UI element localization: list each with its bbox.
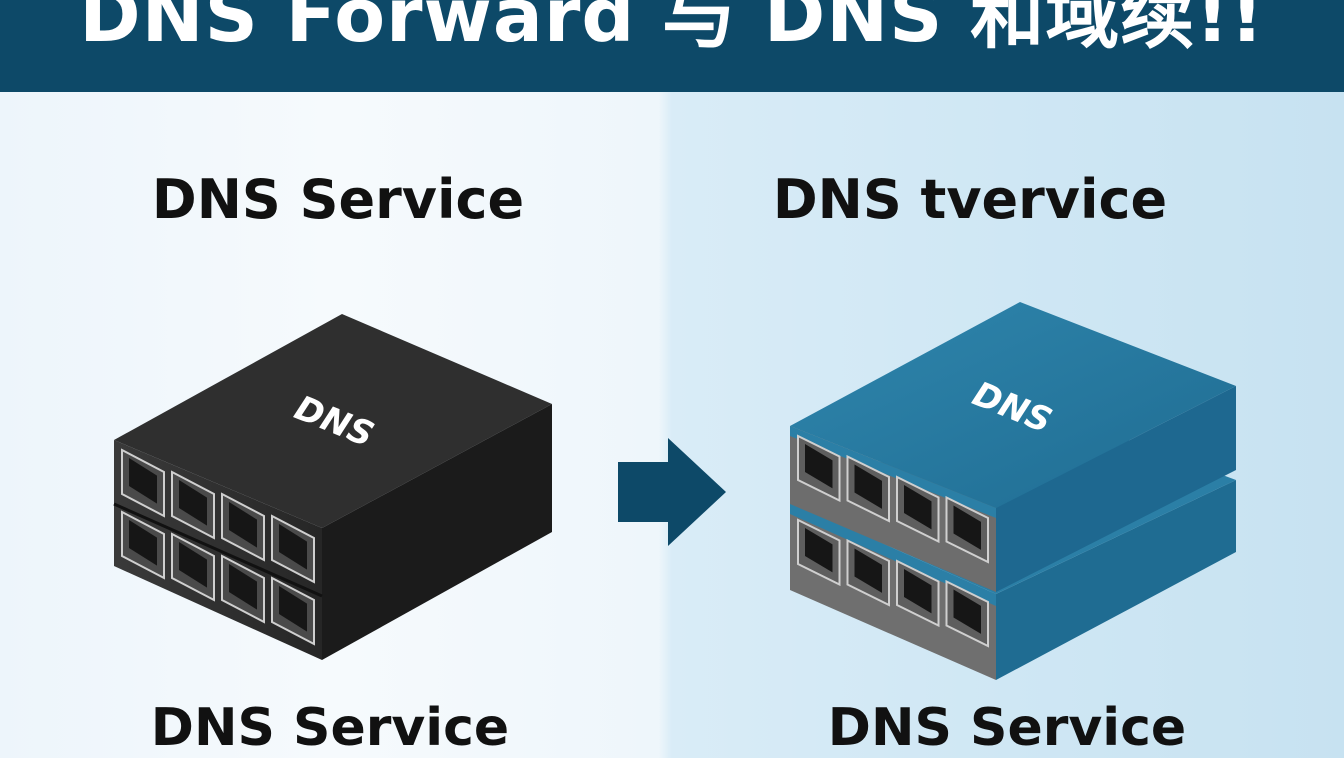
ethernet-port-socket xyxy=(279,524,307,570)
ethernet-port-socket xyxy=(953,589,981,634)
right-panel-title: DNS tvervice xyxy=(772,168,1168,231)
ethernet-port-socket xyxy=(129,458,157,504)
right-bottom-label: DNS Service xyxy=(827,698,1187,758)
left-dns-server-icon: DNS xyxy=(113,314,552,660)
ethernet-port-socket xyxy=(229,564,257,610)
banner-title: DNS Forward 与 DNS 和域续!! xyxy=(79,0,1265,59)
arrow-right-icon xyxy=(618,438,726,546)
ethernet-port-socket xyxy=(179,542,207,588)
left-panel-title: DNS Service xyxy=(151,168,525,231)
left-device-ports xyxy=(121,448,315,646)
ethernet-port-socket xyxy=(904,569,932,614)
ethernet-port-socket xyxy=(904,485,932,530)
ethernet-port-socket xyxy=(854,464,882,509)
ethernet-port-socket xyxy=(179,480,207,526)
ethernet-port-socket xyxy=(805,528,833,573)
ethernet-port-socket xyxy=(279,586,307,632)
ethernet-port-socket xyxy=(854,548,882,593)
header-banner: DNS Forward 与 DNS 和域续!! xyxy=(0,0,1344,92)
ethernet-port-socket xyxy=(129,520,157,566)
right-dns-server-icon: DNS xyxy=(790,302,1236,680)
ethernet-port-socket xyxy=(953,505,981,550)
ethernet-port-socket xyxy=(229,502,257,548)
right-device-ports xyxy=(797,434,989,648)
ethernet-port-socket xyxy=(805,444,833,489)
left-bottom-label: DNS Service xyxy=(150,698,510,758)
